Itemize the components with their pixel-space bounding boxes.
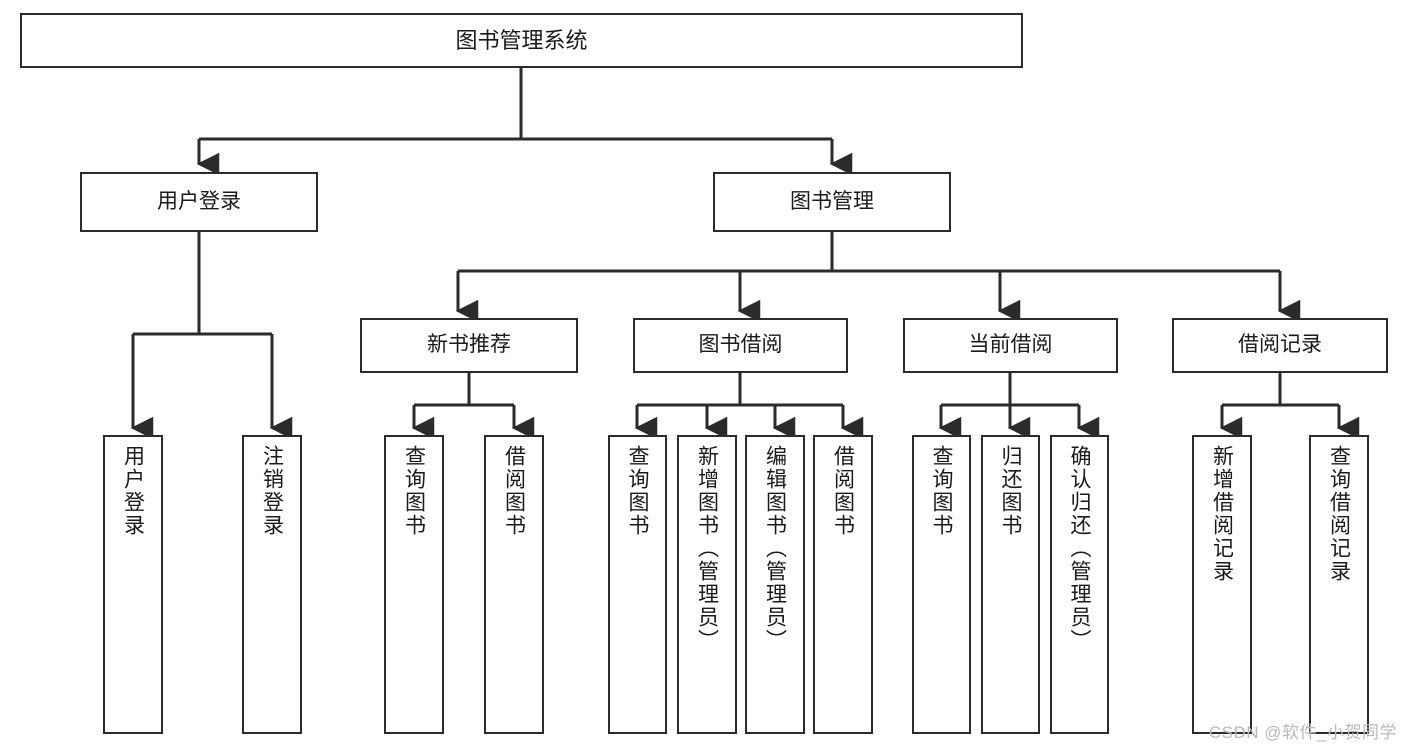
node-leaf-query-book-3-label: 查询图书 bbox=[930, 445, 953, 537]
node-book-manage[interactable]: 图书管理 bbox=[713, 172, 951, 232]
watermark: CSDN @软件_小贺同学 bbox=[1208, 723, 1397, 742]
node-borrow-record-label: 借阅记录 bbox=[1238, 333, 1322, 357]
node-leaf-user-login[interactable]: 用户登录 bbox=[103, 435, 163, 734]
node-current-borrow-label: 当前借阅 bbox=[968, 333, 1053, 357]
node-leaf-add-record[interactable]: 新增借阅记录 bbox=[1192, 435, 1252, 734]
node-leaf-user-login-label: 用户登录 bbox=[121, 445, 145, 537]
node-new-book-rec[interactable]: 新书推荐 bbox=[360, 318, 578, 373]
node-book-borrow-label: 图书借阅 bbox=[698, 333, 783, 357]
node-leaf-borrow-book-1-label: 借阅图书 bbox=[502, 445, 526, 537]
node-leaf-query-record-label: 查询借阅记录 bbox=[1327, 445, 1351, 583]
node-leaf-add-book-label: 新增图书（管理员） bbox=[695, 445, 719, 652]
node-leaf-query-book-1[interactable]: 查询图书 bbox=[384, 435, 444, 734]
node-leaf-borrow-book-1[interactable]: 借阅图书 bbox=[484, 435, 544, 734]
node-current-borrow[interactable]: 当前借阅 bbox=[903, 318, 1118, 373]
node-root[interactable]: 图书管理系统 bbox=[20, 13, 1023, 68]
node-book-manage-label: 图书管理 bbox=[790, 189, 874, 213]
node-leaf-confirm-return-label: 确认归还（管理员） bbox=[1068, 445, 1091, 652]
node-leaf-query-book-3[interactable]: 查询图书 bbox=[912, 435, 971, 734]
node-leaf-user-logout-label: 注销登录 bbox=[260, 445, 284, 537]
node-user-login-label: 用户登录 bbox=[157, 189, 241, 213]
node-leaf-query-book-2[interactable]: 查询图书 bbox=[608, 435, 667, 734]
node-leaf-query-book-2-label: 查询图书 bbox=[626, 445, 649, 537]
node-leaf-query-record[interactable]: 查询借阅记录 bbox=[1309, 435, 1369, 734]
node-leaf-borrow-book-2-label: 借阅图书 bbox=[831, 445, 855, 537]
node-new-book-rec-label: 新书推荐 bbox=[427, 333, 511, 357]
node-leaf-borrow-book-2[interactable]: 借阅图书 bbox=[813, 435, 873, 734]
node-leaf-return-book-label: 归还图书 bbox=[999, 445, 1022, 537]
node-leaf-user-logout[interactable]: 注销登录 bbox=[242, 435, 302, 734]
node-user-login[interactable]: 用户登录 bbox=[80, 172, 318, 232]
node-leaf-confirm-return[interactable]: 确认归还（管理员） bbox=[1050, 435, 1109, 734]
node-leaf-return-book[interactable]: 归还图书 bbox=[981, 435, 1040, 734]
node-book-borrow[interactable]: 图书借阅 bbox=[633, 318, 848, 373]
node-leaf-query-book-1-label: 查询图书 bbox=[402, 445, 426, 537]
node-root-label: 图书管理系统 bbox=[455, 27, 588, 53]
node-leaf-add-book[interactable]: 新增图书（管理员） bbox=[677, 435, 737, 734]
node-leaf-add-record-label: 新增借阅记录 bbox=[1210, 445, 1234, 583]
node-borrow-record[interactable]: 借阅记录 bbox=[1172, 318, 1388, 373]
node-leaf-edit-book-label: 编辑图书（管理员） bbox=[763, 445, 787, 652]
node-leaf-edit-book[interactable]: 编辑图书（管理员） bbox=[745, 435, 805, 734]
